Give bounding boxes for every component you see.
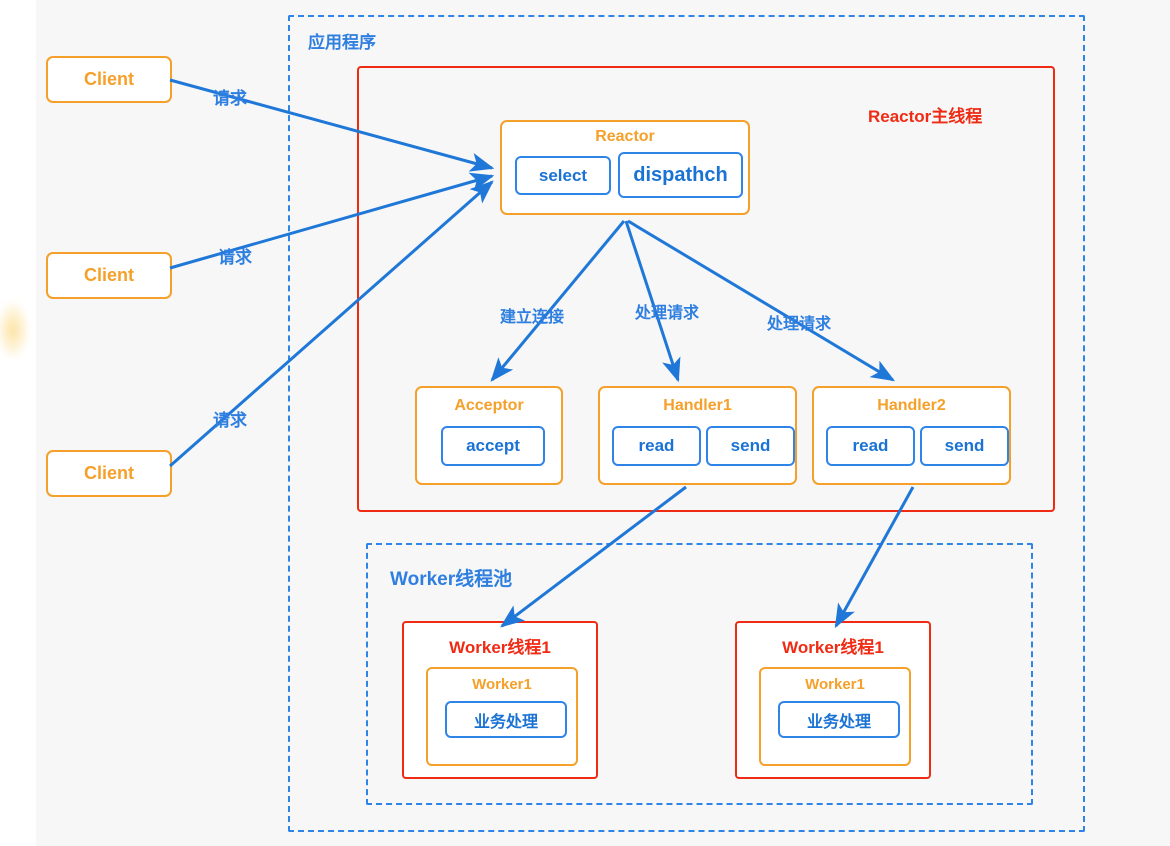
client-box-2[interactable]: Client [46,252,172,299]
worker-inner-box[interactable]: Worker1 业务处理 [759,667,911,766]
reactor-dispatch-op[interactable]: dispathch [618,152,743,198]
handler1-box[interactable]: Handler1 read send [598,386,797,485]
left-gutter [0,0,36,846]
client-label: Client [83,265,134,285]
worker-title: Worker1 [805,676,865,693]
acceptor-box[interactable]: Acceptor accept [415,386,563,485]
acceptor-accept-op[interactable]: accept [441,426,545,466]
handler1-send-op[interactable]: send [706,426,795,466]
edge-label-request-3: 请求 [213,411,247,430]
worker-pool-label: Worker线程池 [390,569,513,590]
handler1-title: Handler1 [663,397,732,414]
client-label: Client [83,463,134,483]
handler2-box[interactable]: Handler2 read send [812,386,1011,485]
worker-task-op[interactable]: 业务处理 [445,701,567,738]
edge-label-request-1: 请求 [213,89,247,108]
worker-task-op[interactable]: 业务处理 [778,701,900,738]
reactor-box[interactable]: Reactor select dispathch [500,120,750,215]
worker-thread-title: Worker线程1 [449,638,551,657]
edge-label-handle-request-1: 处理请求 [635,305,700,322]
app-container-label: 应用程序 [308,33,376,52]
edge-label-handle-request-2: 处理请求 [767,316,832,333]
background-artifact [0,300,30,360]
handler2-title: Handler2 [877,397,946,414]
handler1-read-op[interactable]: read [612,426,701,466]
worker-thread-title: Worker线程1 [782,638,884,657]
client-box-3[interactable]: Client [46,450,172,497]
worker-pool-boundary [366,543,1033,805]
worker-thread-box-2[interactable]: Worker线程1 Worker1 业务处理 [735,621,931,779]
client-box-1[interactable]: Client [46,56,172,103]
acceptor-title: Acceptor [454,397,524,414]
handler2-read-op[interactable]: read [826,426,915,466]
edge-label-establish-connection: 建立连接 [500,309,565,326]
worker-inner-box[interactable]: Worker1 业务处理 [426,667,578,766]
reactor-select-op[interactable]: select [515,156,611,195]
reactor-main-thread-label: Reactor主线程 [868,107,983,126]
reactor-title: Reactor [595,128,655,145]
worker-thread-box-1[interactable]: Worker线程1 Worker1 业务处理 [402,621,598,779]
worker-title: Worker1 [472,676,532,693]
client-label: Client [83,69,134,89]
handler2-send-op[interactable]: send [920,426,1009,466]
edge-label-request-2: 请求 [218,248,252,267]
